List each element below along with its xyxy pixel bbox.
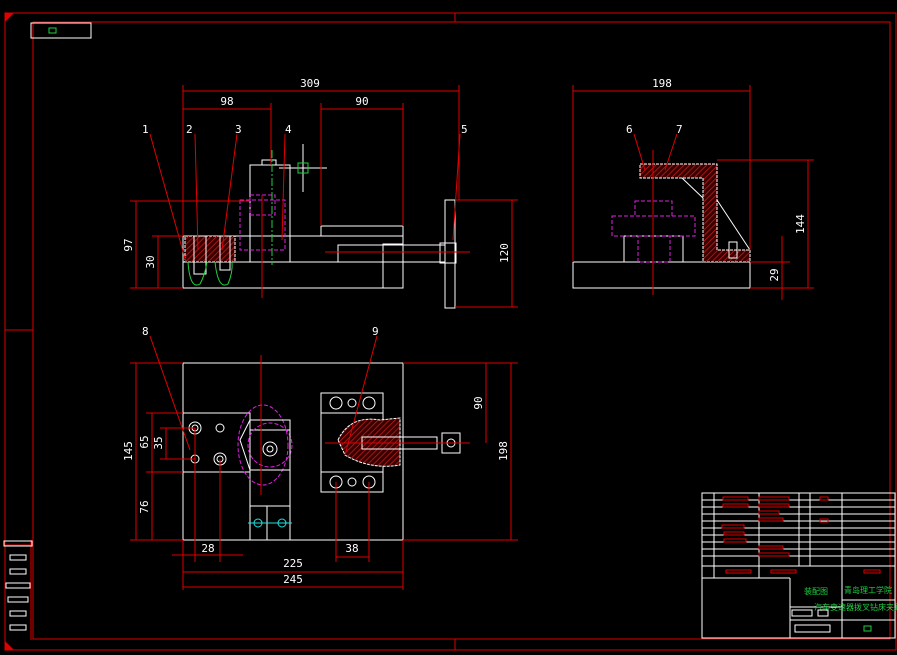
dim-144: 144 (794, 214, 807, 234)
front-view[interactable]: 309 98 90 97 30 120 1 2 3 4 5 (122, 77, 518, 309)
drawing-name: 装配图 (804, 586, 828, 596)
balloon-5: 5 (461, 123, 468, 136)
dim-90: 90 (355, 95, 368, 108)
handle (444, 199, 456, 309)
dim-225: 225 (283, 557, 303, 570)
side-view[interactable]: 198 144 29 6 7 (572, 77, 814, 300)
project-name: 汽车变速器拨叉钻床夹具 (814, 602, 897, 612)
top-left-label-box (30, 22, 92, 39)
dim-90-top: 90 (472, 396, 485, 409)
balloon-9: 9 (372, 325, 379, 338)
balloon-8: 8 (142, 325, 149, 338)
balloon-7: 7 (676, 123, 683, 136)
top-view[interactable]: 145 65 76 35 198 90 28 38 225 245 8 9 (122, 325, 518, 590)
dim-28: 28 (201, 542, 214, 555)
school-name: 青岛理工学院 (844, 585, 892, 595)
balloon-1: 1 (142, 123, 149, 136)
title-block[interactable]: 装配图 青岛理工学院 汽车变速器拨叉钻床夹具 (701, 492, 897, 639)
drawing-frame (4, 12, 897, 651)
dim-98: 98 (220, 95, 233, 108)
dim-76: 76 (138, 500, 151, 513)
dim-245: 245 (283, 573, 303, 586)
bracket (639, 163, 751, 263)
balloon-2: 2 (186, 123, 193, 136)
dim-120: 120 (498, 243, 511, 263)
left-margin-table (3, 540, 33, 640)
base-plate (572, 261, 751, 289)
dim-145: 145 (122, 441, 135, 461)
dim-309: 309 (300, 77, 320, 90)
balloon-3: 3 (235, 123, 242, 136)
cursor-crosshair (279, 144, 327, 192)
dim-29: 29 (768, 268, 781, 281)
dim-35: 35 (152, 436, 165, 449)
dim-198-top: 198 (497, 441, 510, 461)
balloon-4: 4 (285, 123, 292, 136)
dim-30: 30 (144, 255, 157, 268)
screw-cylinder (337, 244, 446, 263)
dim-97: 97 (122, 238, 135, 251)
balloon-6: 6 (626, 123, 633, 136)
dim-65: 65 (138, 435, 151, 448)
dim-38: 38 (345, 542, 358, 555)
dim-198: 198 (652, 77, 672, 90)
